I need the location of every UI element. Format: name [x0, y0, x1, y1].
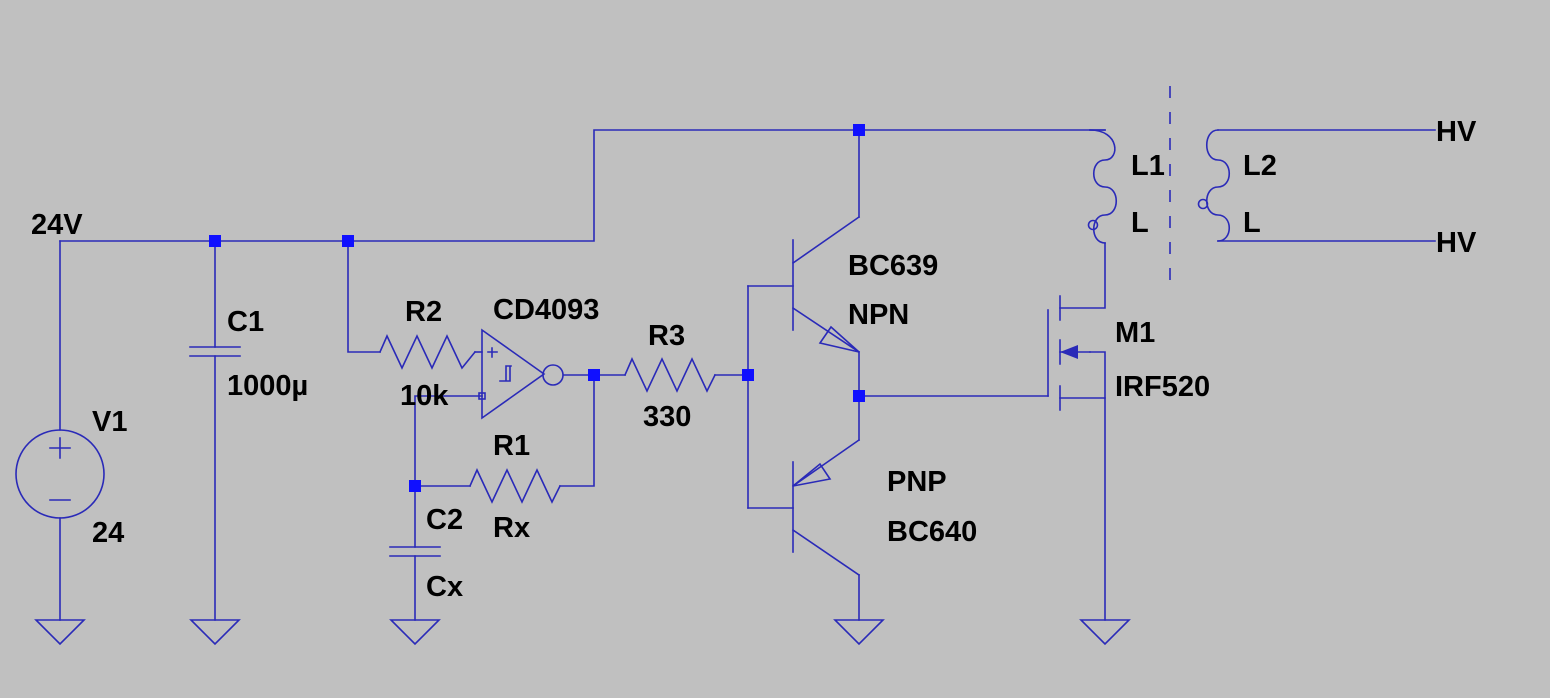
net-label-supply: 24V — [31, 209, 83, 241]
l2-value-label: L — [1243, 207, 1261, 239]
ground-icon — [833, 619, 885, 646]
l1-value-label: L — [1131, 207, 1149, 239]
npn-part-label: BC639 — [848, 250, 938, 282]
r3-value-label: 330 — [643, 401, 691, 433]
polarity-icon — [49, 437, 71, 501]
wire-mos-body — [1089, 351, 1106, 399]
plus-input-icon — [487, 347, 498, 358]
pnp-arrow-icon — [792, 462, 832, 487]
junctions — [209, 124, 865, 492]
c2-ref-label: C2 — [426, 504, 463, 536]
l1-ref-label: L1 — [1131, 150, 1165, 182]
pnp-type-label: PNP — [887, 466, 947, 498]
r3-ref-label: R3 — [648, 320, 685, 352]
wire-supply-rail — [59, 129, 1106, 242]
net-label-hv-top: HV — [1436, 116, 1477, 148]
c1-value-label: 1000µ — [227, 370, 308, 402]
wire-l1-drain — [1059, 129, 1106, 309]
junction-base — [742, 369, 754, 381]
capacitor-c1[interactable] — [189, 346, 241, 357]
m1-ref-label: M1 — [1115, 317, 1155, 349]
resistor-r2[interactable] — [378, 334, 477, 370]
pnp-part-label: BC640 — [887, 516, 977, 548]
ground-symbols — [34, 619, 1131, 646]
minus-input-icon — [478, 392, 486, 400]
mosfet-m1[interactable] — [1047, 295, 1091, 411]
junction-timing — [409, 480, 421, 492]
l2-ref-label: L2 — [1243, 150, 1277, 182]
phase-dot-icon — [1197, 198, 1209, 210]
ground-icon — [389, 619, 441, 646]
npn-type-label: NPN — [848, 299, 909, 331]
junction-r2 — [342, 235, 354, 247]
labels: 24V HV HV V1 24 C1 1000µ R2 10k CD4093 R… — [31, 116, 1477, 603]
ground-icon — [1079, 619, 1131, 646]
net-label-hv-bottom: HV — [1436, 227, 1477, 259]
junction-gate-out — [588, 369, 600, 381]
m1-value-label: IRF520 — [1115, 371, 1210, 403]
npn-transistor[interactable] — [791, 215, 861, 354]
ground-icon — [189, 619, 241, 646]
resistor-r1[interactable] — [468, 468, 562, 504]
wire-r1-right — [559, 374, 595, 487]
inductor-l2[interactable] — [1197, 129, 1231, 242]
mosfet-arrow-icon — [1060, 345, 1078, 359]
c2-value-label: Cx — [426, 571, 463, 603]
c1-ref-label: C1 — [227, 306, 264, 338]
wires — [59, 129, 1436, 621]
v1-source[interactable] — [15, 429, 105, 519]
hysteresis-icon — [499, 365, 512, 382]
resistor-r3[interactable] — [623, 357, 717, 393]
gate-part-label: CD4093 — [493, 294, 599, 326]
junction-c1 — [209, 235, 221, 247]
r1-value-label: Rx — [493, 512, 530, 544]
pnp-transistor[interactable] — [791, 438, 861, 577]
r1-ref-label: R1 — [493, 430, 530, 462]
wire-mos-source — [1059, 397, 1106, 621]
schmitt-nand-gate[interactable] — [478, 328, 564, 420]
wire-gate-in2 — [414, 395, 483, 487]
r2-ref-label: R2 — [405, 296, 442, 328]
r2-value-label: 10k — [400, 380, 449, 412]
junction-emitter — [853, 390, 865, 402]
wire-r2-feed — [347, 240, 381, 353]
junction-collector — [853, 124, 865, 136]
ground-icon — [34, 619, 86, 646]
npn-arrow-icon — [818, 325, 860, 353]
inductor-l1[interactable] — [1087, 129, 1118, 244]
capacitor-c2[interactable] — [389, 546, 441, 557]
v1-ref-label: V1 — [92, 406, 127, 438]
v1-value-label: 24 — [92, 517, 124, 549]
phase-dot-icon — [1087, 219, 1099, 231]
